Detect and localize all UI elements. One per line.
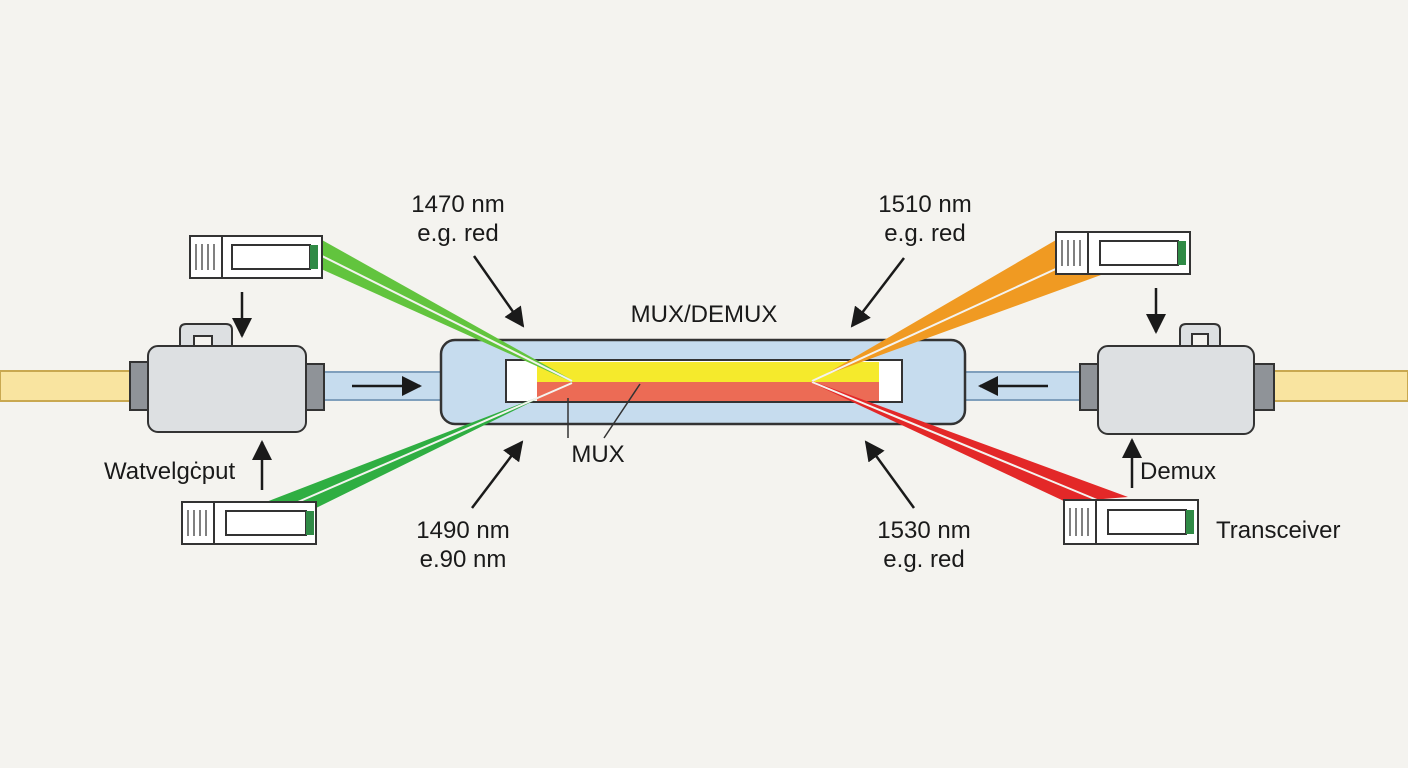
wavelength-color: e.90 nm <box>419 546 507 573</box>
arrow-icon <box>471 440 524 509</box>
connector-body-icon <box>129 323 325 433</box>
wavelength-color: e.g. red <box>417 220 499 247</box>
mux-demux-label: MUX/DEMUX <box>630 301 778 328</box>
demux-label: Demux <box>1140 458 1217 485</box>
wavelength-color: e.g. red <box>883 546 965 573</box>
arrow-icon <box>864 440 916 509</box>
wavelength-label-1530: 1530 nm e.g. red <box>864 516 984 574</box>
transceiver-module-icon <box>1055 231 1191 275</box>
wavelength-color: e.g. red <box>884 220 966 247</box>
wavelength-value: 1470 nm <box>411 191 505 218</box>
wavelength-label-1490: 1490 nm e.90 nm <box>403 516 523 574</box>
trunk-fiber-left <box>0 370 136 402</box>
wavelength-band-red <box>537 382 879 401</box>
waveguide-input-label: Watvelgċput <box>104 458 236 485</box>
wavelength-label-1510: 1510 nm e.g. red <box>865 190 985 248</box>
beam-1470-green <box>270 240 573 382</box>
arrow-icon <box>850 257 905 328</box>
transceiver-module-icon <box>1063 499 1199 545</box>
beam-1490-green <box>266 382 573 508</box>
wavelength-band-yellow <box>537 362 879 382</box>
wavelength-value: 1530 nm <box>877 517 971 544</box>
transceiver-module-icon <box>189 235 323 279</box>
transceiver-label: Transceiver <box>1216 517 1341 544</box>
transceiver-module-icon <box>181 501 317 545</box>
wavelength-label-1470: 1470 nm e.g. red <box>398 190 518 248</box>
beam-1510-orange <box>811 240 1112 382</box>
trunk-fiber-right <box>1272 370 1408 402</box>
wavelength-value: 1490 nm <box>416 517 510 544</box>
mux-label: MUX <box>571 441 625 468</box>
connector-body-icon <box>1079 323 1275 435</box>
mux-pointer-line <box>603 383 641 439</box>
wavelength-value: 1510 nm <box>878 191 972 218</box>
arrow-icon <box>472 255 525 328</box>
beam-1530-red <box>811 381 1128 502</box>
